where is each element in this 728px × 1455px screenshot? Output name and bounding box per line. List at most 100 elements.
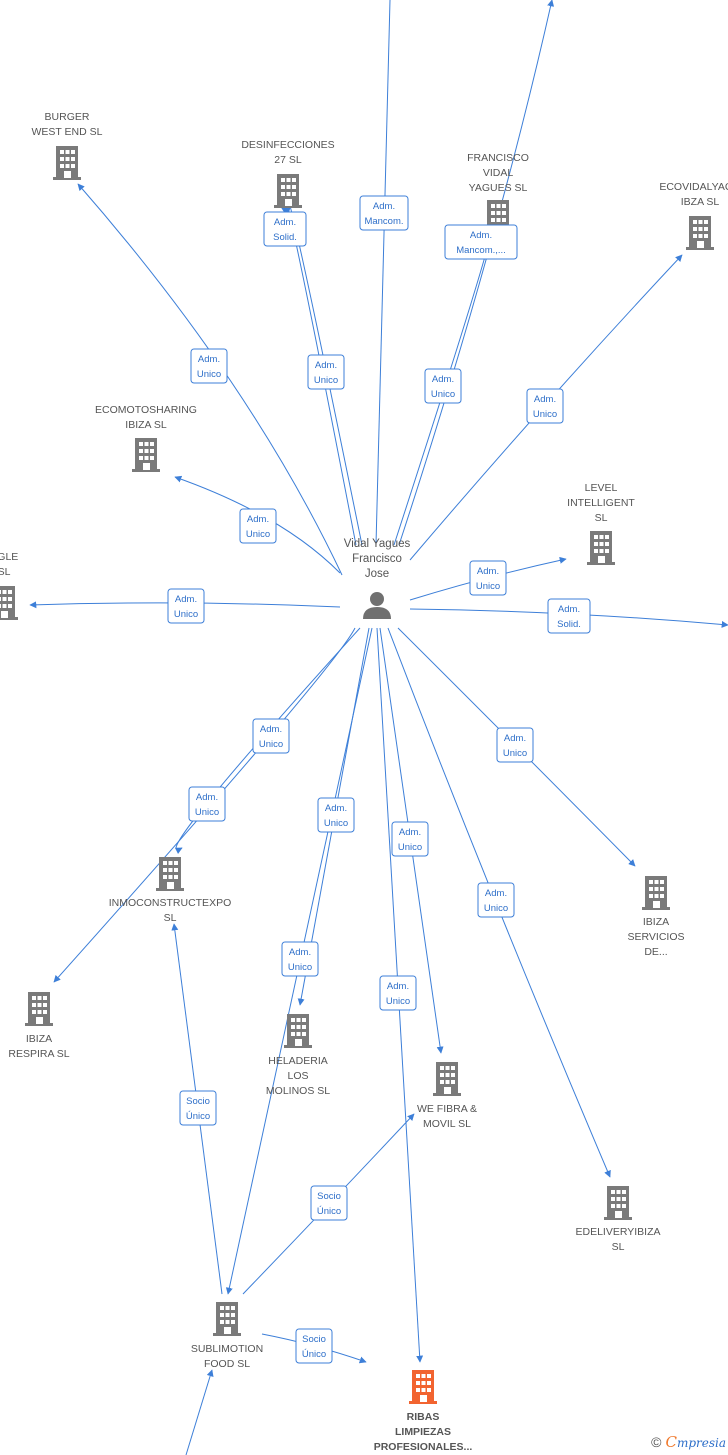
edge-label-text: Adm. <box>504 733 526 744</box>
company-node-ibizarespira[interactable]: IBIZA RESPIRA SL <box>8 992 70 1060</box>
edge-label-text: Adm. <box>196 792 218 803</box>
company-node-ecomoto[interactable]: ECOMOTOSHARING IBIZA SL <box>95 404 197 472</box>
edge-label-box <box>379 975 417 1011</box>
company-label-line: SL <box>164 912 177 924</box>
edge-label-text: Socio <box>317 1191 341 1202</box>
company-node-wefibra[interactable]: WE FIBRA &MOVIL SL <box>417 1062 477 1130</box>
edge-burger <box>77 183 343 576</box>
edge-label-box <box>239 508 277 544</box>
company-node-ecovidal[interactable]: ECOVIDALYAGUIBZA SL <box>659 181 728 250</box>
company-label-line: LOS <box>287 1070 308 1082</box>
footer-brand[interactable]: © Cmpresia <box>651 1433 726 1451</box>
company-label-line: HELADERIA <box>268 1055 328 1067</box>
company-label-line: IBIZA <box>643 916 669 928</box>
edge-label-off-top[interactable]: Adm.Mancom. <box>359 195 409 231</box>
company-label-line: LEVEL <box>585 482 618 494</box>
edge-label-box <box>310 1185 348 1221</box>
edge-label-box <box>317 797 355 833</box>
company-label-line: IBIZA <box>26 1033 52 1045</box>
person-name-line: Francisco <box>352 553 402 565</box>
building-icon <box>25 992 53 1026</box>
edge-label-text: Unico <box>195 807 219 818</box>
company-label-line: SL <box>612 1241 625 1253</box>
edge-label-box <box>469 560 507 596</box>
logo-initial: C <box>665 1433 677 1451</box>
edge-label-level[interactable]: Adm.Unico <box>469 560 507 596</box>
edge-label-text: Solid. <box>557 619 581 630</box>
edge-label-box <box>477 882 515 918</box>
edge-label-ecovidal[interactable]: Adm.Unico <box>526 388 564 424</box>
edge-label-ibizarespira[interactable]: Adm.Unico <box>252 718 290 754</box>
edge-label-box <box>179 1090 217 1126</box>
edge-label-text: Adm. <box>477 566 499 577</box>
edge-label-text: Socio <box>186 1096 210 1107</box>
company-label-line: FOOD SL <box>204 1358 250 1370</box>
edge-label-off-right[interactable]: Adm. Solid. <box>547 598 591 634</box>
logo-text: mpresia <box>676 1436 726 1450</box>
edge-label-text: Adm. <box>558 604 580 615</box>
edge-label-heladeria[interactable]: Adm.Unico <box>317 797 355 833</box>
edge-label-ingle[interactable]: Adm.Unico <box>167 588 205 624</box>
edge-label-text: Adm. <box>175 594 197 605</box>
copyright-symbol: © <box>651 1434 662 1450</box>
edge-label-text: Socio <box>302 1334 326 1345</box>
company-label-line: SUBLIMOTION <box>191 1343 263 1355</box>
edge-francisco <box>398 0 555 546</box>
company-label-line: RIBAS <box>407 1411 440 1423</box>
company-label-line: IBIZA SL <box>125 419 167 431</box>
edge-label-box <box>281 941 319 977</box>
edge-label-text: Unico <box>288 962 312 973</box>
edge-label-text: Adm. <box>198 354 220 365</box>
edge-label-text: Único <box>302 1349 326 1360</box>
company-label-line: EDELIVERYIBIZA <box>575 1226 660 1238</box>
edge-label-edelivery[interactable]: Adm.Unico <box>477 882 515 918</box>
edge-label-burger[interactable]: Adm. Unico <box>190 348 228 384</box>
building-icon <box>604 1186 632 1220</box>
edge-label-text: Unico <box>259 739 283 750</box>
company-node-ingle[interactable]: NGLESL <box>0 551 18 620</box>
edge-label-desinfecciones[interactable]: Adm.Solid. <box>263 211 307 247</box>
edge-label-inmo[interactable]: Adm. Unico <box>188 786 226 822</box>
building-icon <box>642 876 670 910</box>
edge-label-text: Adm. <box>274 217 296 228</box>
company-node-edelivery[interactable]: EDELIVERYIBIZA SL <box>575 1186 661 1253</box>
edge-label-francisco[interactable]: Adm.Mancom.,... <box>444 224 518 260</box>
edge-label-text: Unico <box>484 903 508 914</box>
edge-label-ecomoto[interactable]: Adm.Unico <box>239 508 277 544</box>
edge-label-text: Adm. <box>399 827 421 838</box>
company-label-line: ECOVIDALYAGU <box>659 181 728 193</box>
company-node-ribas[interactable]: RIBASLIMPIEZASPROFESIONALES... <box>374 1370 473 1453</box>
edge-label-ribas[interactable]: Adm.Unico <box>379 975 417 1011</box>
building-icon <box>686 216 714 250</box>
company-label-line: ECOMOTOSHARING <box>95 404 197 416</box>
edge-label-box <box>190 348 228 384</box>
edge-label-text: Unico <box>197 369 221 380</box>
edge-label-sublimotion[interactable]: Adm. Unico <box>281 941 319 977</box>
edge-label-box <box>444 224 518 260</box>
edge-label-francisco[interactable]: Adm.Unico <box>424 368 462 404</box>
empresia-logo: Cmpresia <box>665 1433 726 1451</box>
company-label-line: RESPIRA SL <box>8 1048 69 1060</box>
building-icon <box>132 438 160 472</box>
edge-label-box <box>295 1328 333 1364</box>
edge-label-wefibra[interactable]: Adm.Unico <box>391 821 429 857</box>
edge-label-text: Único <box>186 1111 210 1122</box>
edge-label-ibizaserv[interactable]: Adm.Unico <box>496 727 534 763</box>
company-node-sublimotion[interactable]: SUBLIMOTION FOOD SL <box>191 1302 263 1370</box>
edge-label-desinfecciones[interactable]: Adm.Unico <box>307 354 345 390</box>
edge-label-text: Adm. <box>289 947 311 958</box>
edge-label-box <box>167 588 205 624</box>
edge-label-box <box>547 598 591 634</box>
company-node-ibizaserv[interactable]: IBIZASERVICIOSDE... <box>628 876 685 958</box>
